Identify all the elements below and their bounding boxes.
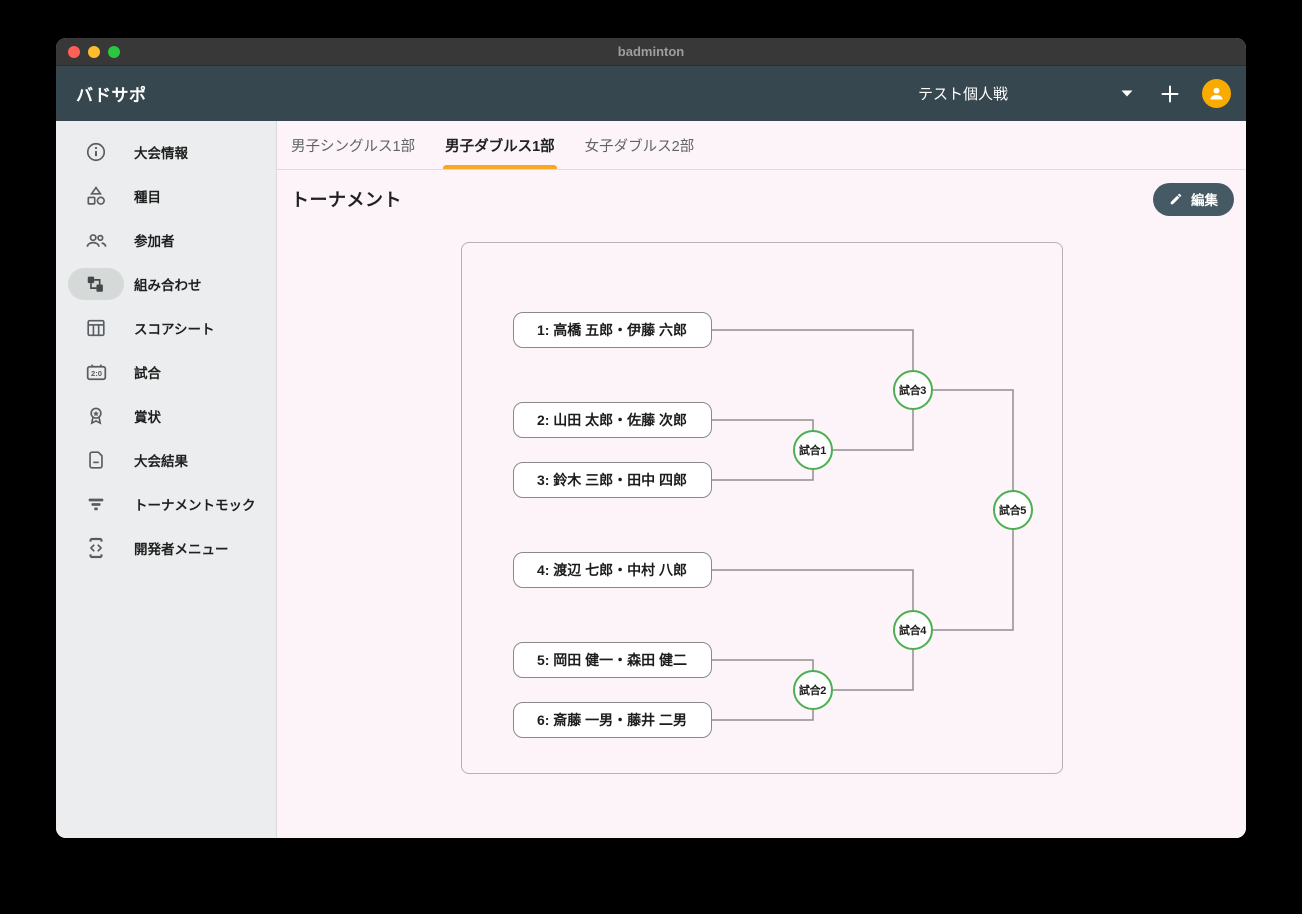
sidebar-item-label: 試合 xyxy=(134,366,161,381)
bracket-team-4: 4: 渡辺 七郎・中村 八郎 xyxy=(512,552,712,588)
tab-label: 男子ダブルス1部 xyxy=(445,138,555,155)
sidebar-item-scoresheet[interactable]: スコアシート xyxy=(56,306,276,350)
bracket-match-2: 試合2 xyxy=(792,670,833,710)
people-icon xyxy=(68,224,124,256)
sidebar-item-label: 賞状 xyxy=(134,410,161,425)
sidebar-item-label: 参加者 xyxy=(134,234,175,249)
window-controls xyxy=(68,46,120,58)
avatar[interactable] xyxy=(1202,79,1231,108)
bracket-team-6: 6: 斎藤 一男・藤井 二男 xyxy=(512,702,712,738)
event-selector[interactable]: テスト個人戦 xyxy=(918,83,1134,104)
sidebar-item-participants[interactable]: 参加者 xyxy=(56,218,276,262)
sidebar-item-developer-menu[interactable]: 開発者メニュー xyxy=(56,526,276,570)
bracket-match-3: 試合3 xyxy=(892,370,933,410)
app-header: バドサポ テスト個人戦 xyxy=(56,66,1246,121)
sidebar-item-results[interactable]: 大会結果 xyxy=(56,438,276,482)
sidebar-item-tournament-mock[interactable]: トーナメントモック xyxy=(56,482,276,526)
sidebar-item-events[interactable]: 種目 xyxy=(56,174,276,218)
bracket-match-5: 試合5 xyxy=(992,490,1033,530)
sidebar-item-label: 大会結果 xyxy=(134,454,188,469)
sidebar-item-label: 組み合わせ xyxy=(134,278,202,293)
tab-label: 女子ダブルス2部 xyxy=(584,138,695,155)
window-body: 大会情報 種目 xyxy=(56,121,1246,838)
titlebar[interactable]: badminton xyxy=(56,38,1246,66)
bracket-team-3: 3: 鈴木 三郎・田中 四郎 xyxy=(512,462,712,498)
app-window: badminton バドサポ テスト個人戦 xyxy=(56,38,1246,838)
sidebar-item-label: 大会情報 xyxy=(134,146,188,161)
sidebar: 大会情報 種目 xyxy=(56,121,277,838)
document-icon xyxy=(68,444,124,476)
sidebar-item-matches[interactable]: 2:0 試合 xyxy=(56,350,276,394)
add-event-button[interactable] xyxy=(1160,84,1180,104)
category-tabs: 男子シングルス1部 男子ダブルス1部 女子ダブルス2部 xyxy=(277,121,1246,170)
zoom-window-button[interactable] xyxy=(108,46,120,58)
bracket-card: 1: 高橋 五郎・伊藤 六郎 2: 山田 太郎・佐藤 次郎 3: 鈴木 三郎・田… xyxy=(460,242,1063,774)
window-title: badminton xyxy=(617,44,685,59)
dev-code-icon xyxy=(68,532,124,564)
info-icon xyxy=(68,136,124,168)
bracket-match-4: 試合4 xyxy=(892,610,933,650)
pencil-icon xyxy=(1170,193,1182,205)
tab-label: 男子シングルス1部 xyxy=(291,138,416,155)
bracket-icon xyxy=(68,268,124,300)
header-actions: テスト個人戦 xyxy=(918,79,1231,108)
sidebar-item-label: スコアシート xyxy=(134,322,215,337)
bracket-team-2: 2: 山田 太郎・佐藤 次郎 xyxy=(512,402,712,438)
sidebar-item-matchups[interactable]: 組み合わせ xyxy=(56,262,276,306)
scoresheet-icon xyxy=(68,312,124,344)
funnel-icon xyxy=(68,488,124,520)
sidebar-item-label: 種目 xyxy=(134,190,161,205)
bracket-team-5: 5: 岡田 健一・森田 健二 xyxy=(512,642,712,678)
minimize-window-button[interactable] xyxy=(88,46,100,58)
chevron-down-icon xyxy=(1120,89,1134,98)
tab-mens-doubles-1[interactable]: 男子ダブルス1部 xyxy=(443,121,557,169)
person-icon xyxy=(1210,87,1223,100)
event-selector-value: テスト個人戦 xyxy=(917,86,1008,103)
sidebar-item-label: トーナメントモック xyxy=(134,498,256,513)
app-logo-text: バドサポ xyxy=(76,86,147,105)
bracket-team-1: 1: 高橋 五郎・伊藤 六郎 xyxy=(512,312,712,348)
sidebar-item-tournament-info[interactable]: 大会情報 xyxy=(56,130,276,174)
bracket-match-1: 試合1 xyxy=(792,430,833,470)
category-icon xyxy=(68,180,124,212)
edit-button-label: 編集 xyxy=(1191,193,1218,208)
page-title: トーナメント xyxy=(291,190,402,210)
scoreboard-icon: 2:0 xyxy=(68,356,124,388)
svg-text:2:0: 2:0 xyxy=(90,368,101,377)
page-heading-row: トーナメント 編集 xyxy=(291,182,1234,216)
tab-womens-doubles-2[interactable]: 女子ダブルス2部 xyxy=(583,121,697,169)
sidebar-item-certificates[interactable]: 賞状 xyxy=(56,394,276,438)
award-icon xyxy=(68,400,124,432)
sidebar-item-label: 開発者メニュー xyxy=(134,542,229,557)
main-content: 男子シングルス1部 男子ダブルス1部 女子ダブルス2部 トーナメント xyxy=(277,121,1246,838)
close-window-button[interactable] xyxy=(68,46,80,58)
tab-mens-singles-1[interactable]: 男子シングルス1部 xyxy=(289,121,417,169)
edit-button[interactable]: 編集 xyxy=(1153,182,1234,216)
